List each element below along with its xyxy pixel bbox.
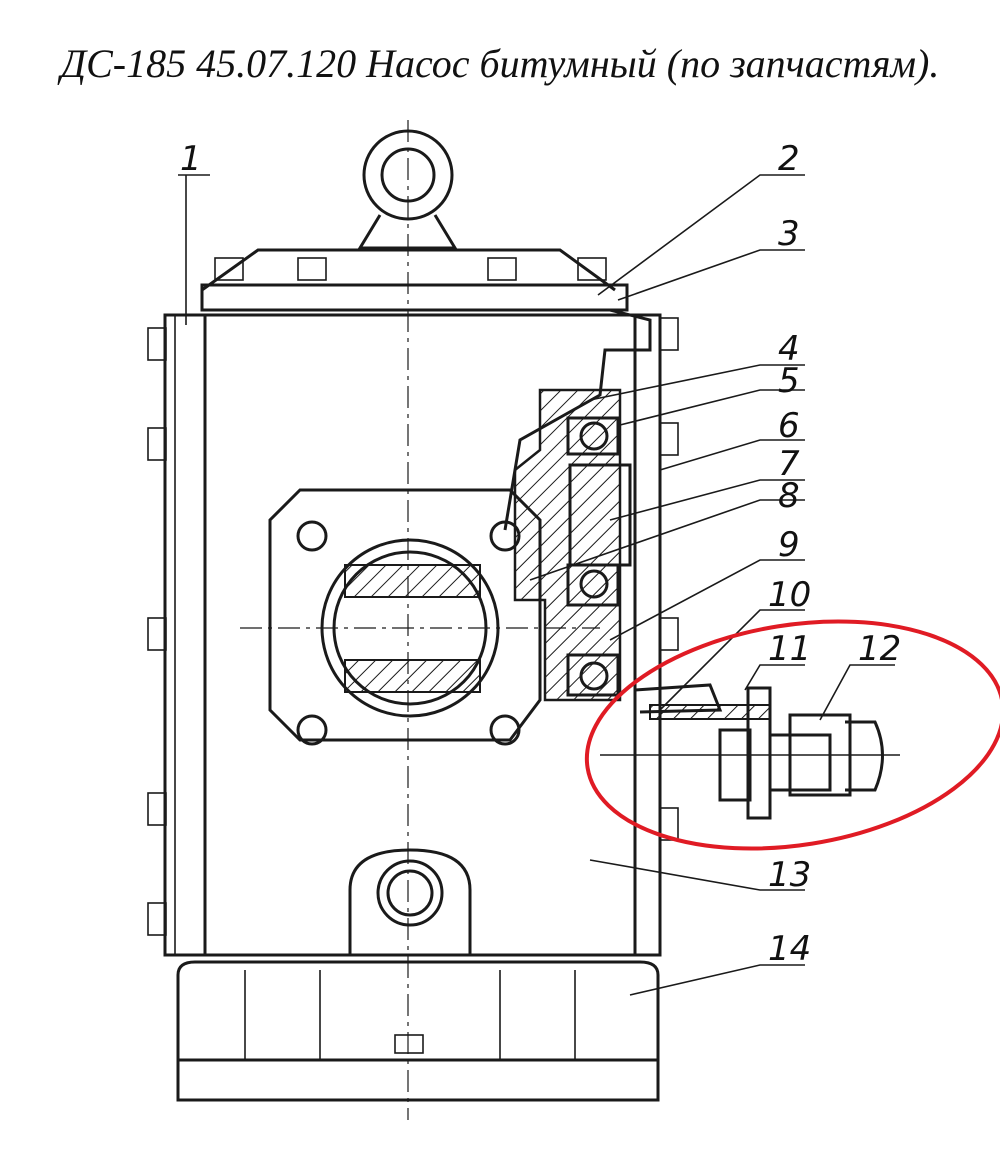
callout-3: 3 [778,214,800,254]
callout-12: 12 [858,629,901,669]
highlight-ellipse [584,619,1000,851]
page-title: ДС-185 45.07.120 Насос битумный (по запч… [60,41,940,86]
drive-shaft [600,683,900,820]
callout-14: 14 [768,929,811,969]
callout-8: 8 [778,476,800,516]
top-cover [200,248,629,312]
callout-6: 6 [778,406,800,446]
base-frame [176,960,660,1102]
leader-lines [178,174,895,996]
callout-7: 7 [778,444,800,484]
callout-labels: 1 2 3 4 5 6 7 8 9 10 11 12 13 14 [180,139,901,969]
callout-13: 13 [768,855,811,895]
side-bolts [147,317,679,936]
callout-2: 2 [778,139,800,179]
bearing-section [503,308,652,702]
inlet-flange [268,488,542,746]
callout-4: 4 [778,329,800,369]
callout-10: 10 [768,575,811,615]
callout-9: 9 [778,525,800,565]
callout-1: 1 [180,139,202,179]
callout-11: 11 [768,629,811,669]
bottom-lug [348,848,472,955]
callout-5: 5 [778,361,800,401]
